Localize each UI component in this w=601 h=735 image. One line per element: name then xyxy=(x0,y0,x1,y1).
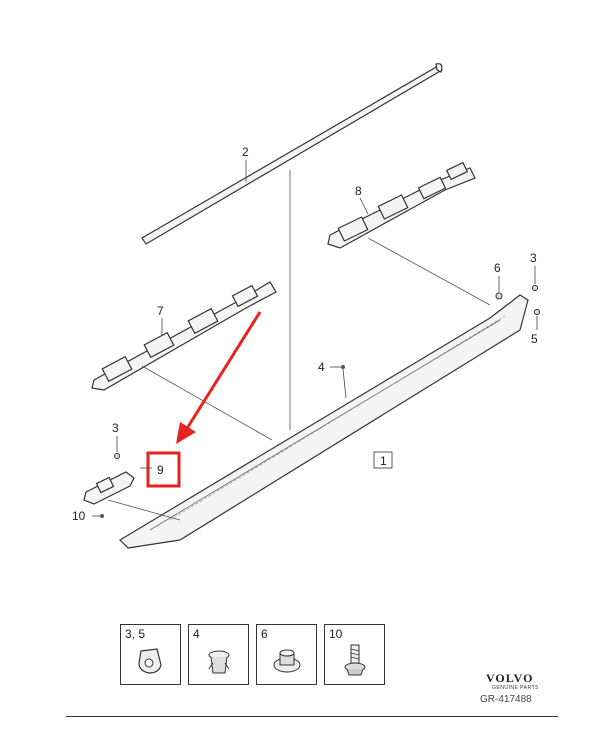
part-3b-clip xyxy=(532,285,538,291)
nut-icon xyxy=(273,649,301,673)
brand-subtitle: GENUINE PARTS xyxy=(492,685,539,691)
part-2-trim-strip xyxy=(141,63,443,245)
part-5-clip xyxy=(534,309,540,315)
highlight-arrow xyxy=(176,311,262,444)
clip-icon xyxy=(138,648,162,674)
legend-label: 3, 5 xyxy=(125,627,146,641)
part-1-sill-panel xyxy=(119,294,529,549)
leader-8 xyxy=(359,197,369,215)
guide-8 xyxy=(367,237,491,306)
legend-label: 6 xyxy=(261,627,268,641)
push-clip-icon xyxy=(208,650,230,674)
callout-3a: 3 xyxy=(112,421,119,435)
leader-4b xyxy=(342,368,347,399)
guide-9 xyxy=(107,499,181,521)
reference-number: GR-417488 xyxy=(480,694,532,705)
callout-2: 2 xyxy=(242,145,249,159)
legend-screw-10: 10 xyxy=(324,624,385,685)
legend-label: 10 xyxy=(329,627,343,641)
part-7-bracket xyxy=(91,281,277,391)
callout-10: 10 xyxy=(72,509,86,523)
part-10-screw xyxy=(100,514,104,518)
highlight-box-9 xyxy=(146,451,181,488)
guide-7 xyxy=(141,365,273,441)
callout-8: 8 xyxy=(355,184,362,198)
part-4-clip xyxy=(341,365,345,369)
screw-icon xyxy=(344,644,366,676)
part-3a-clip xyxy=(114,453,120,459)
label-1-box xyxy=(373,451,393,469)
legend-nut-6: 6 xyxy=(256,624,317,685)
legend-clip-3-5: 3, 5 xyxy=(120,624,181,685)
brand-logo: VOLVO xyxy=(486,671,534,685)
callout-1: 1 xyxy=(380,454,387,468)
callout-5: 5 xyxy=(531,332,538,346)
callout-3b: 3 xyxy=(530,251,537,265)
legend-clip-4: 4 xyxy=(188,624,249,685)
callout-4: 4 xyxy=(318,360,325,374)
callout-7: 7 xyxy=(157,304,164,318)
callout-9: 9 xyxy=(157,463,164,477)
legend-label: 4 xyxy=(193,627,200,641)
part-9-bracket xyxy=(83,471,135,505)
part-8-bracket xyxy=(327,161,476,249)
part-6-clip xyxy=(495,292,503,300)
callout-6: 6 xyxy=(494,261,501,275)
bottom-rule xyxy=(66,716,558,717)
